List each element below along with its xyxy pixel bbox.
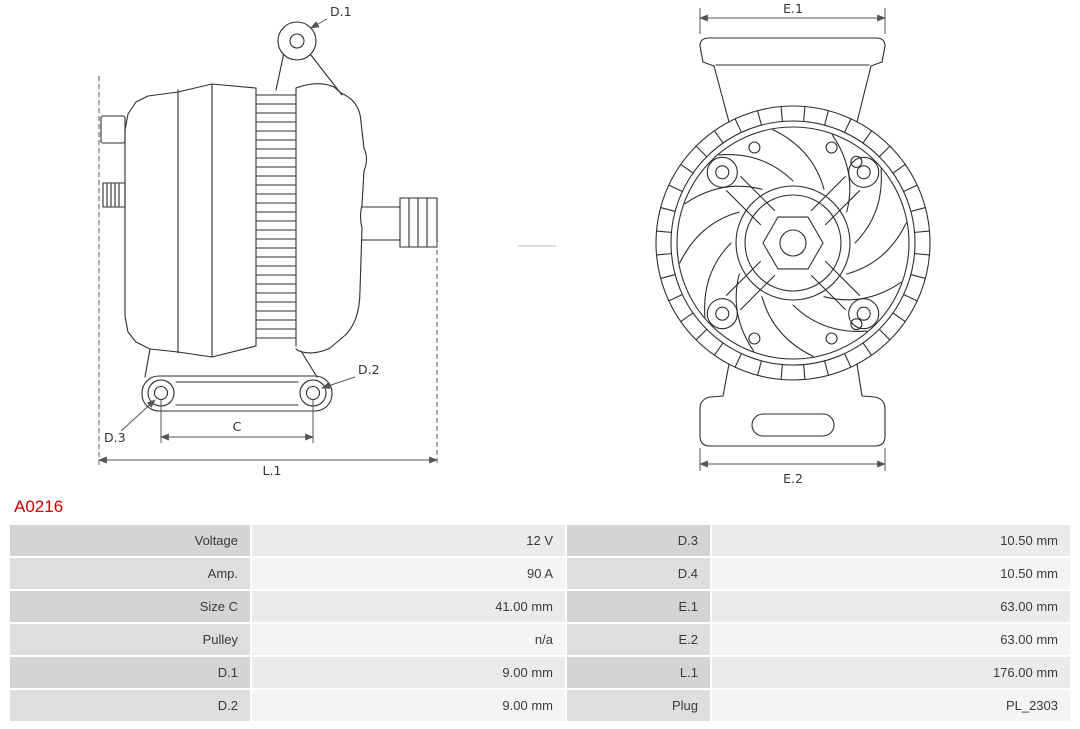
alternator-side-view bbox=[100, 21, 438, 412]
d3-leader-line bbox=[120, 399, 156, 432]
bottom-bracket-outline bbox=[699, 363, 886, 447]
spec-label: D.2 bbox=[10, 690, 250, 721]
spec-label: E.1 bbox=[567, 591, 710, 622]
spec-value: 12 V bbox=[252, 525, 565, 556]
spec-value: 9.00 mm bbox=[252, 657, 565, 688]
spec-value: 90 A bbox=[252, 558, 565, 589]
shaft-nut bbox=[762, 216, 824, 270]
terminal-ribs bbox=[106, 183, 120, 207]
rear-connector bbox=[100, 115, 126, 144]
top-bracket-outline bbox=[699, 37, 886, 123]
stator-teeth bbox=[655, 105, 931, 381]
dim-label-e2: E.2 bbox=[783, 471, 803, 486]
d2-leader-line bbox=[321, 376, 356, 389]
stator-ribs bbox=[256, 94, 296, 339]
spec-value: 10.50 mm bbox=[712, 525, 1070, 556]
front-bracket-outline bbox=[295, 83, 368, 354]
cross-brace-arms bbox=[706, 156, 880, 330]
spec-label: Size C bbox=[10, 591, 250, 622]
dim-label-d2: D.2 bbox=[358, 362, 380, 377]
alternator-front-view bbox=[655, 37, 931, 447]
rear-housing-outline bbox=[124, 91, 179, 353]
spec-label: L.1 bbox=[567, 657, 710, 688]
vent-holes bbox=[748, 141, 863, 345]
spec-value: 10.50 mm bbox=[712, 558, 1070, 589]
dim-label-d3: D.3 bbox=[104, 430, 126, 445]
left-lug-hole bbox=[153, 385, 169, 401]
spec-label: D.1 bbox=[10, 657, 250, 688]
spec-label: Voltage bbox=[10, 525, 250, 556]
dimension-annotations: D.1 D.2 D.3 C L.1 E.1 E.2 bbox=[98, 1, 886, 486]
bottom-bracket-slot bbox=[751, 413, 835, 437]
spec-value: 9.00 mm bbox=[252, 690, 565, 721]
technical-drawing: D.1 D.2 D.3 C L.1 E.1 E.2 bbox=[98, 1, 931, 486]
fan-blades bbox=[679, 129, 907, 357]
dim-label-e1: E.1 bbox=[783, 1, 803, 16]
part-number: A0216 bbox=[14, 497, 64, 516]
spec-label: Plug bbox=[567, 690, 710, 721]
right-lug-hole bbox=[305, 385, 321, 401]
hub-inner bbox=[744, 194, 842, 292]
dim-label-c: C bbox=[233, 419, 242, 434]
spec-label: Pulley bbox=[10, 624, 250, 655]
spec-value: PL_2303 bbox=[712, 690, 1070, 721]
hub-outer bbox=[735, 185, 851, 301]
dim-label-l1: L.1 bbox=[263, 463, 282, 478]
stator-outer-ring bbox=[655, 105, 931, 381]
bottom-lug-bar bbox=[141, 375, 333, 412]
spec-value: 63.00 mm bbox=[712, 624, 1070, 655]
spec-table: Voltage 12 V D.3 10.50 mm Amp. 90 A D.4 … bbox=[10, 525, 1070, 721]
spec-label: Amp. bbox=[10, 558, 250, 589]
spec-value: 176.00 mm bbox=[712, 657, 1070, 688]
spec-label: D.3 bbox=[567, 525, 710, 556]
shaft-end bbox=[779, 229, 807, 257]
d1-leader-line bbox=[310, 18, 328, 29]
spec-label: E.2 bbox=[567, 624, 710, 655]
spec-label: D.4 bbox=[567, 558, 710, 589]
dim-label-d1: D.1 bbox=[330, 4, 352, 19]
top-ear-boss bbox=[277, 21, 317, 61]
spec-value: n/a bbox=[252, 624, 565, 655]
top-ear-hole bbox=[289, 33, 305, 49]
spec-value: 41.00 mm bbox=[252, 591, 565, 622]
rear-terminal bbox=[102, 182, 126, 208]
spec-value: 63.00 mm bbox=[712, 591, 1070, 622]
